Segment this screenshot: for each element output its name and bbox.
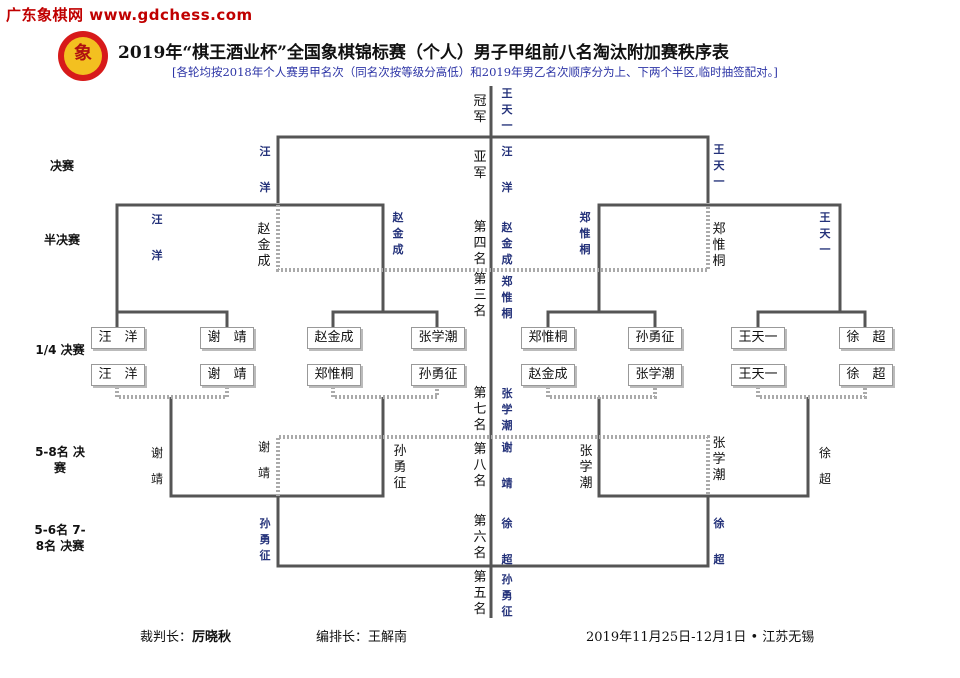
round-label-semi: 半决赛 <box>43 233 80 247</box>
association-logo: 象 <box>58 31 108 81</box>
semi-loser-4: 郑惟桐 <box>712 222 726 269</box>
eighth-label: 第八名 <box>473 442 487 489</box>
lower-final-right: 徐超 <box>713 517 725 566</box>
qf-lower-4: 孙勇征 <box>411 364 465 386</box>
fourth-label: 第四名 <box>473 220 487 267</box>
round-label-5-8: 5-8名 决赛 <box>35 445 85 475</box>
semi-winner-3: 郑惟桐 <box>579 211 591 256</box>
qf-upper-2: 谢 靖 <box>200 327 254 349</box>
sixth-label: 第六名 <box>473 514 487 561</box>
arranger-info: 编排长：王解南 <box>316 626 407 645</box>
lower-winner-2: 孙勇征 <box>393 444 407 491</box>
lower-winner-1: 谢靖 <box>257 440 270 480</box>
semi-loser-1: 赵金成 <box>257 222 271 269</box>
qf-lower-8: 徐 超 <box>839 364 893 386</box>
semi-winner-4: 王天一 <box>819 211 831 256</box>
qf-lower-7: 王天一 <box>731 364 785 386</box>
runner-up-label: 亚军 <box>473 150 487 181</box>
qf-upper-5: 郑惟桐 <box>521 327 575 349</box>
site-name: 广东象棋网 <box>6 6 84 24</box>
round-label-final: 决赛 <box>49 159 74 173</box>
eighth-name: 谢靖 <box>501 441 513 490</box>
lower-loser-2: 张学潮 <box>579 444 593 491</box>
referee-label: 裁判长： <box>140 630 193 645</box>
qf-lower-6: 张学潮 <box>628 364 682 386</box>
site-watermark: 广东象棋网 www.gdchess.com <box>6 4 253 25</box>
arranger-name: 王解南 <box>368 630 408 645</box>
final-right-name: 王天一 <box>713 143 725 188</box>
lower-winner-3: 张学潮 <box>712 436 726 483</box>
referee-info: 裁判长：厉晓秋 <box>140 626 231 645</box>
qf-upper-3: 赵金成 <box>307 327 361 349</box>
champion-label: 冠军 <box>473 94 487 125</box>
logo-emblem: 象 <box>64 37 102 75</box>
third-name: 郑惟桐 <box>501 275 513 320</box>
qf-upper-4: 张学潮 <box>411 327 465 349</box>
sixth-name: 徐超 <box>501 517 513 566</box>
semi-winner-1: 汪洋 <box>151 213 163 262</box>
runner-up-name: 汪洋 <box>501 145 513 194</box>
round-label-5-6-7-8: 5-6名 7-8名 决赛 <box>34 523 86 553</box>
final-left-name: 汪洋 <box>259 145 271 194</box>
qf-upper-1: 汪 洋 <box>91 327 145 349</box>
lower-loser-4: 徐超 <box>818 446 831 486</box>
seventh-name: 张学潮 <box>501 387 513 432</box>
referee-name: 厉晓秋 <box>192 630 232 645</box>
qf-lower-2: 谢 靖 <box>200 364 254 386</box>
lower-final-left: 孙勇征 <box>259 517 271 562</box>
fifth-name: 孙勇征 <box>501 573 513 618</box>
third-label: 第三名 <box>473 272 487 319</box>
qf-lower-5: 赵金成 <box>521 364 575 386</box>
page-subtitle: [各轮均按2018年个人赛男甲名次（同名次按等级分高低）和2019年男乙名次顺序… <box>172 65 778 79</box>
champion-name: 王天一 <box>501 87 513 132</box>
fourth-name: 赵金成 <box>501 221 513 266</box>
seventh-label: 第七名 <box>473 386 487 433</box>
page-title: 2019年“棋王酒业杯”全国象棋锦标赛（个人）男子甲组前八名淘汰附加赛秩序表 <box>118 43 729 63</box>
semi-winner-2: 赵金成 <box>392 211 404 256</box>
fifth-label: 第五名 <box>473 570 487 617</box>
qf-upper-8: 徐 超 <box>839 327 893 349</box>
site-url: www.gdchess.com <box>89 6 253 24</box>
qf-upper-7: 王天一 <box>731 327 785 349</box>
qf-lower-1: 汪 洋 <box>91 364 145 386</box>
qf-upper-6: 孙勇征 <box>628 327 682 349</box>
lower-loser-1: 谢靖 <box>150 446 163 486</box>
qf-lower-3: 郑惟桐 <box>307 364 361 386</box>
date-place: 2019年11月25日-12月1日 • 江苏无锡 <box>586 630 815 645</box>
round-label-quarter: 1/4 决赛 <box>35 343 85 357</box>
arranger-label: 编排长： <box>316 630 369 645</box>
